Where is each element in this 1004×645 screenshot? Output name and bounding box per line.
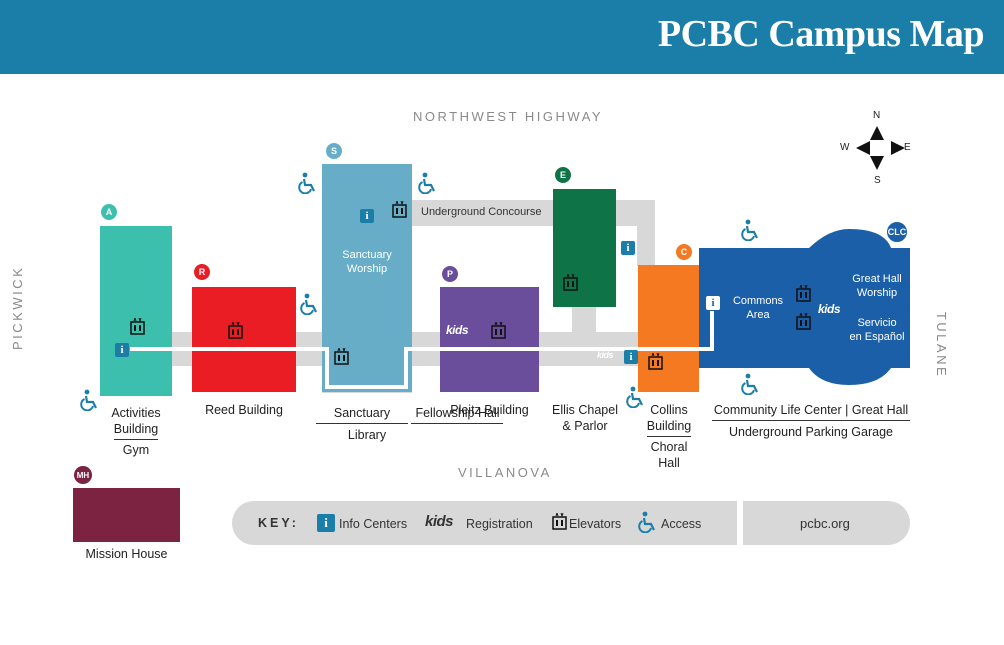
key-bar [232,501,910,545]
accessibility-icon [300,293,317,315]
compass-e: E [904,142,911,153]
walkway-concourse-drop [637,200,655,266]
compass-n: N [873,110,881,121]
elevator-icon [552,513,567,530]
ellis-label: Ellis Chapel & Parlor [551,403,618,433]
badge-pleitz: P [442,266,458,282]
elevator-icon[interactable] [796,313,811,330]
elevator-icon[interactable] [228,322,243,339]
compass-w: W [840,142,850,153]
key-title: KEY: [258,516,299,530]
pleitz-building[interactable] [440,287,539,392]
accessibility-icon [80,389,97,411]
key-info-centers: Info Centers [339,517,408,531]
accessibility-icon [626,386,643,408]
key-divider [737,501,743,545]
reed-building[interactable] [192,287,296,392]
sanctuary-inner-1: Sanctuary [342,249,392,261]
clc-inner-right-1: Great Hall [852,273,902,285]
clc-inner-left-2: Area [746,309,770,321]
elevator-icon[interactable] [648,353,663,370]
pleitz-label: Pleitz Building [450,403,529,417]
activities-label: Activities Building Gym [111,406,161,457]
mission-house-building[interactable] [73,488,180,542]
sanctuary-label: Sanctuary Fellowship Hall Library [316,402,504,443]
accessibility-icon [741,373,758,395]
clc-inner-right-3: Servicio [857,317,897,329]
compass-icon [856,126,905,170]
info-icon[interactable]: i [624,350,638,364]
accessibility-icon [741,219,758,241]
reed-label: Reed Building [205,403,283,417]
activities-building[interactable] [100,226,172,396]
badge-clc: CLC [885,220,909,244]
badge-mission: MH [74,466,92,484]
page-title: PCBC Campus Map [657,13,985,55]
clc-label: Community Life Center | Great Hall Under… [712,403,910,439]
badge-sanctuary: S [326,143,342,159]
street-south: VILLANOVA [458,465,552,480]
info-icon: i [317,514,335,532]
kids-icon: kids [425,513,454,530]
badge-collins: C [676,244,692,260]
elevator-icon[interactable] [796,285,811,302]
concourse-label: Underground Concourse [421,206,542,218]
info-icon[interactable]: i [621,241,635,255]
accessibility-icon [418,172,435,194]
header-bar: PCBC Campus Map [0,0,1004,74]
accessibility-icon [638,511,655,533]
elevator-icon[interactable] [334,348,349,365]
compass-s: S [874,175,881,186]
elevator-icon[interactable] [130,318,145,335]
elevator-icon[interactable] [392,201,407,218]
clc-inner-right-2: Worship [856,287,898,299]
kids-icon[interactable]: kids [818,302,841,316]
key-registration: Registration [466,517,533,531]
website-link[interactable]: pcbc.org [800,516,850,531]
key-access: Access [661,517,702,531]
info-icon[interactable]: i [706,296,720,310]
clc-inner-right-4: en Español [849,331,905,343]
street-north: NORTHWEST HIGHWAY [413,109,604,124]
info-icon[interactable]: i [115,343,129,357]
collins-label: Collins Building Choral Hall [646,403,692,470]
info-icon[interactable]: i [360,209,374,223]
clc-inner-left-1: Commons [732,295,784,307]
accessibility-icon [298,172,315,194]
badge-ellis: E [555,167,571,183]
kids-icon[interactable]: kids [446,323,469,337]
key-elevators: Elevators [569,517,622,531]
kids-icon[interactable]: kids [597,350,614,360]
elevator-icon[interactable] [563,274,578,291]
clc-building[interactable] [699,229,914,385]
collins-building[interactable] [638,265,699,392]
sanctuary-inner-2: Worship [346,263,388,275]
mission-label: Mission House [85,547,168,561]
badge-reed: R [194,264,210,280]
walkway-ellis-drop [572,305,596,335]
badge-activities: A [101,204,117,220]
elevator-icon[interactable] [491,322,506,339]
